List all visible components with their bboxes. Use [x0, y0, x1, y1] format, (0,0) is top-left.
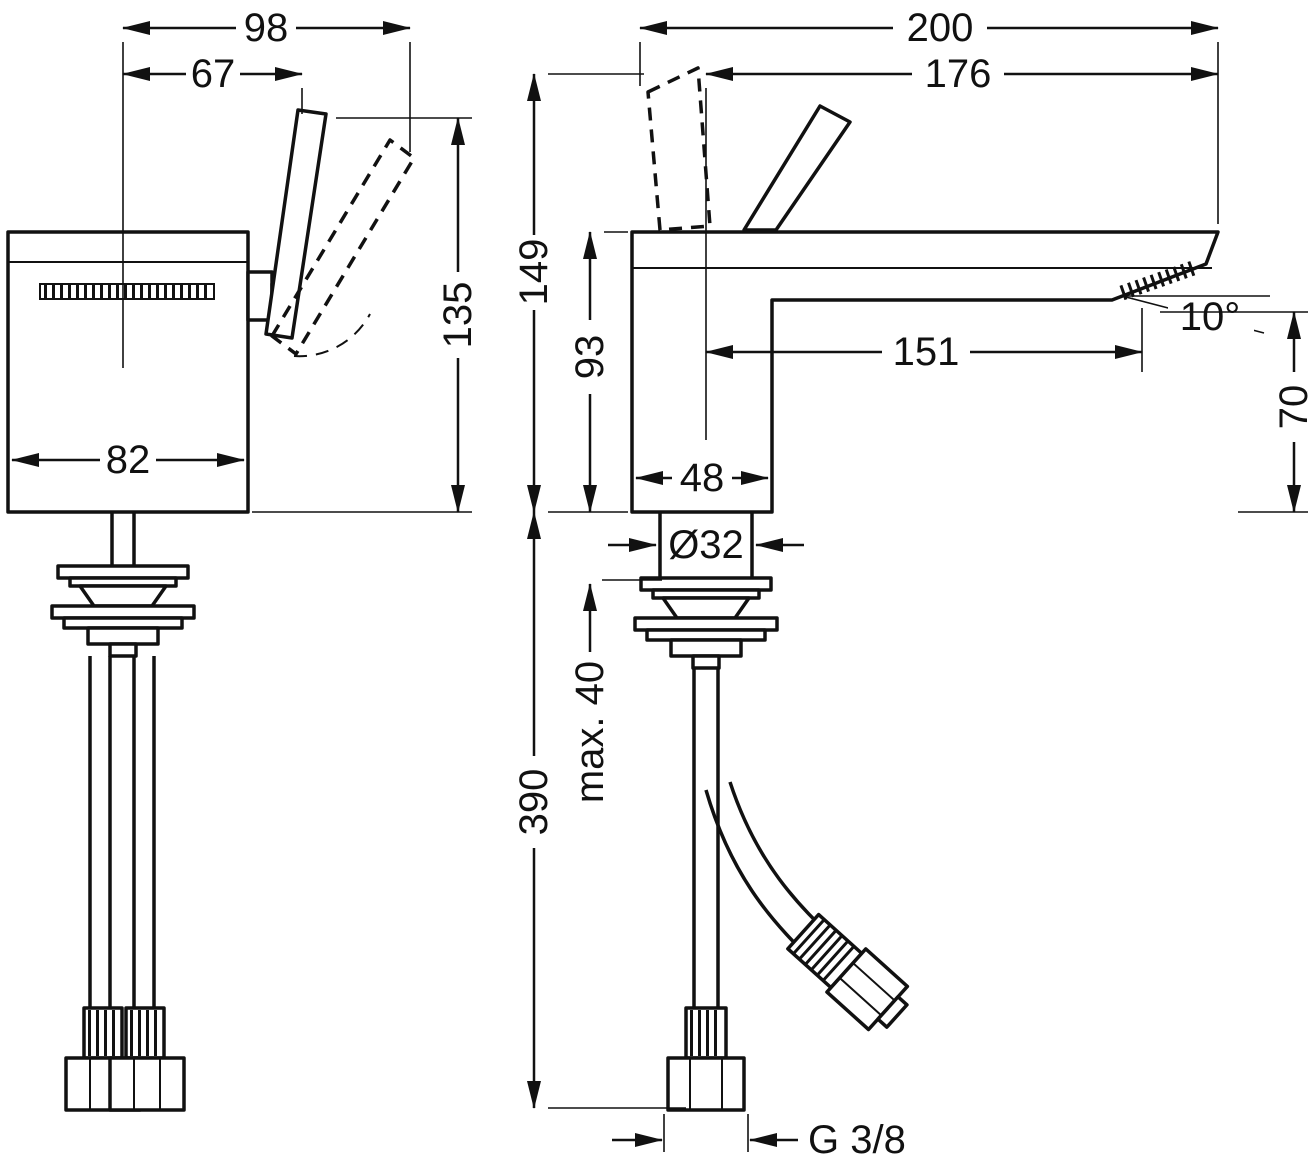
- handle-lever-front: [742, 104, 852, 232]
- faucet-body-front: [630, 230, 1220, 514]
- dim-48: 48: [635, 456, 769, 500]
- dim-70-label: 70: [1272, 385, 1312, 430]
- dim-82-label: 82: [106, 438, 151, 482]
- dim-67: 67: [122, 52, 303, 114]
- dim-390: 390: [512, 511, 686, 1109]
- dim-48-label: 48: [680, 456, 725, 500]
- dim-70: 70: [1160, 311, 1312, 513]
- dim-g38-label: G 3/8: [808, 1118, 906, 1162]
- dim-176: 176: [705, 52, 1219, 96]
- hose-nut-front: [666, 1006, 746, 1112]
- dim-67-label: 67: [191, 52, 236, 96]
- dim-82: 82: [11, 438, 245, 482]
- dim-135: 135: [252, 117, 480, 513]
- dim-angle-label: 10°: [1180, 295, 1241, 339]
- front-view: [630, 66, 1220, 1112]
- dim-32: Ø32: [608, 523, 804, 567]
- flexible-hose: [704, 781, 910, 1032]
- aerator-side: [39, 283, 215, 300]
- hose-nuts-side: [64, 1006, 186, 1112]
- dim-135-label: 135: [436, 282, 480, 349]
- dim-98: 98: [122, 6, 411, 152]
- faucet-body-side: [6, 230, 250, 514]
- dim-max40: max. 40: [568, 579, 662, 803]
- dim-max40-label: max. 40: [568, 661, 612, 803]
- dim-angle-10: 10°: [1121, 295, 1270, 339]
- supply-tubes-side: [88, 656, 156, 1008]
- dim-176-label: 176: [925, 52, 992, 96]
- mounting-hardware-side: [50, 564, 196, 658]
- dim-200: 200: [639, 6, 1219, 224]
- handle-lever-front-alt: [646, 66, 712, 232]
- aerator-front: [1119, 259, 1199, 301]
- dim-151-label: 151: [893, 330, 960, 374]
- dim-g38: G 3/8: [612, 1114, 906, 1162]
- dim-149-label: 149: [512, 239, 556, 306]
- mounting-hardware-front: [633, 576, 779, 670]
- dim-32-label: Ø32: [668, 523, 744, 567]
- dim-93: 93: [568, 231, 628, 513]
- dim-151: 151: [705, 308, 1143, 374]
- side-view: [6, 42, 416, 1112]
- dim-149: 149: [512, 73, 644, 513]
- dim-200-label: 200: [907, 6, 974, 50]
- handle-lever-side: [264, 108, 328, 340]
- dim-390-label: 390: [512, 769, 556, 836]
- dim-93-label: 93: [568, 335, 612, 380]
- dim-98-label: 98: [244, 6, 289, 50]
